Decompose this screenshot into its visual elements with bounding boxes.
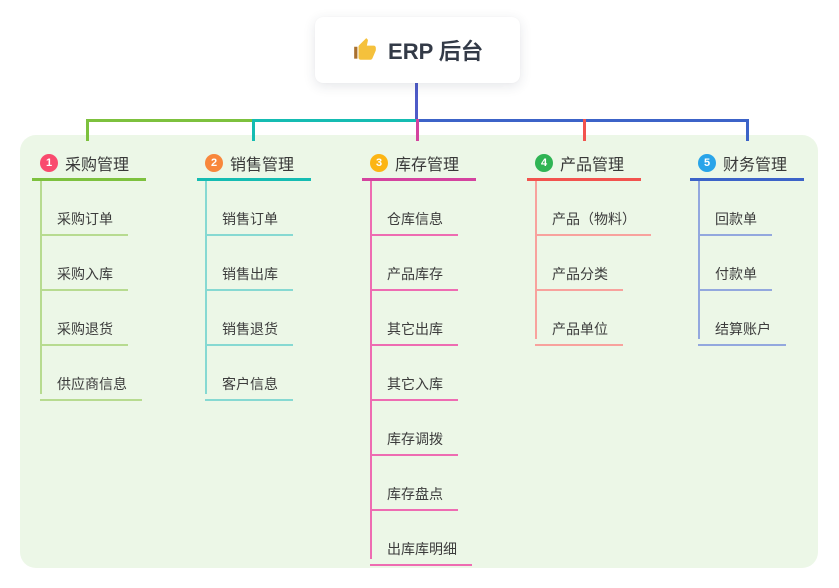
child-node[interactable]: 采购入库 <box>40 236 128 291</box>
branch-drop-line <box>85 119 89 141</box>
branch-drop-line <box>745 119 749 141</box>
child-label: 其它入库 <box>387 376 443 392</box>
child-node[interactable]: 采购退货 <box>40 291 128 346</box>
child-node[interactable]: 产品分类 <box>535 236 623 291</box>
root-label: ERP 后台 <box>388 39 483 64</box>
child-label: 其它出库 <box>387 321 443 337</box>
root-connector-line <box>415 83 418 122</box>
root-node[interactable]: ERP 后台 <box>315 17 520 83</box>
child-node[interactable]: 产品库存 <box>370 236 458 291</box>
child-label: 产品（物料） <box>552 211 636 227</box>
child-node[interactable]: 其它入库 <box>370 346 458 401</box>
branch-children: 仓库信息产品库存其它出库其它入库库存调拨库存盘点出库库明细 <box>362 181 472 566</box>
child-label: 销售出库 <box>222 266 278 282</box>
child-node[interactable]: 付款单 <box>698 236 772 291</box>
child-label: 产品库存 <box>387 266 443 282</box>
branch-connector-line <box>370 181 372 559</box>
branches-panel <box>20 135 818 568</box>
child-label: 产品分类 <box>552 266 608 282</box>
branch-children: 销售订单销售出库销售退货客户信息 <box>197 181 293 401</box>
branch-number-badge: 3 <box>370 153 388 172</box>
branch-number-badge: 5 <box>698 153 716 172</box>
bus-segment <box>85 119 255 122</box>
child-label: 仓库信息 <box>387 211 443 227</box>
child-node[interactable]: 销售退货 <box>205 291 293 346</box>
child-node[interactable]: 其它出库 <box>370 291 458 346</box>
branch-label: 库存管理 <box>395 156 460 174</box>
child-node[interactable]: 仓库信息 <box>370 181 458 236</box>
bus-segment <box>416 119 749 122</box>
child-label: 销售订单 <box>222 211 278 227</box>
child-label: 库存盘点 <box>387 486 443 502</box>
branch-connector-line <box>40 181 42 394</box>
branch-drop-line <box>416 119 419 141</box>
branch-label: 财务管理 <box>723 156 788 174</box>
branch-label: 销售管理 <box>230 156 295 174</box>
child-label: 库存调拨 <box>387 431 443 447</box>
child-label: 产品单位 <box>552 321 608 337</box>
child-label: 回款单 <box>715 211 757 227</box>
child-label: 采购订单 <box>57 211 113 227</box>
child-node[interactable]: 采购订单 <box>40 181 128 236</box>
branch-children: 采购订单采购入库采购退货供应商信息 <box>32 181 142 401</box>
branch-label: 产品管理 <box>560 156 625 174</box>
child-node[interactable]: 产品单位 <box>535 291 623 346</box>
child-label: 采购入库 <box>57 266 113 282</box>
branch-number-badge: 2 <box>205 153 223 172</box>
branch-connector-line <box>205 181 207 394</box>
child-label: 结算账户 <box>715 321 771 337</box>
branch-number-badge: 1 <box>40 153 58 172</box>
branch-drop-line <box>251 119 255 141</box>
branch-drop-line <box>583 119 586 141</box>
child-node[interactable]: 客户信息 <box>205 346 293 401</box>
child-node[interactable]: 回款单 <box>698 181 772 236</box>
branch-node[interactable]: 1 采购管理 <box>32 147 146 181</box>
branch-node[interactable]: 3 库存管理 <box>362 147 476 181</box>
branch-node[interactable]: 2 销售管理 <box>197 147 311 181</box>
branch-node[interactable]: 5 财务管理 <box>690 147 804 181</box>
branch-children: 产品（物料） 产品分类产品单位 <box>527 181 651 346</box>
child-label: 供应商信息 <box>57 376 127 392</box>
child-label: 客户信息 <box>222 376 278 392</box>
child-node[interactable]: 销售订单 <box>205 181 293 236</box>
child-node[interactable]: 库存调拨 <box>370 401 458 456</box>
child-label: 采购退货 <box>57 321 113 337</box>
child-node[interactable]: 出库库明细 <box>370 511 472 566</box>
thumbs-up-icon <box>352 37 378 63</box>
branch-children: 回款单付款单结算账户 <box>690 181 786 346</box>
branch-connector-line <box>535 181 537 339</box>
child-node[interactable]: 供应商信息 <box>40 346 142 401</box>
child-node[interactable]: 产品（物料） <box>535 181 651 236</box>
branch-number-badge: 4 <box>535 153 553 172</box>
child-label: 出库库明细 <box>387 541 457 557</box>
child-label: 付款单 <box>715 266 757 282</box>
branch-label: 采购管理 <box>65 156 130 174</box>
child-node[interactable]: 销售出库 <box>205 236 293 291</box>
branch-node[interactable]: 4 产品管理 <box>527 147 641 181</box>
bus-segment <box>251 119 419 122</box>
child-node[interactable]: 库存盘点 <box>370 456 458 511</box>
child-label: 销售退货 <box>222 321 278 337</box>
child-node[interactable]: 结算账户 <box>698 291 786 346</box>
branch-connector-line <box>698 181 700 339</box>
